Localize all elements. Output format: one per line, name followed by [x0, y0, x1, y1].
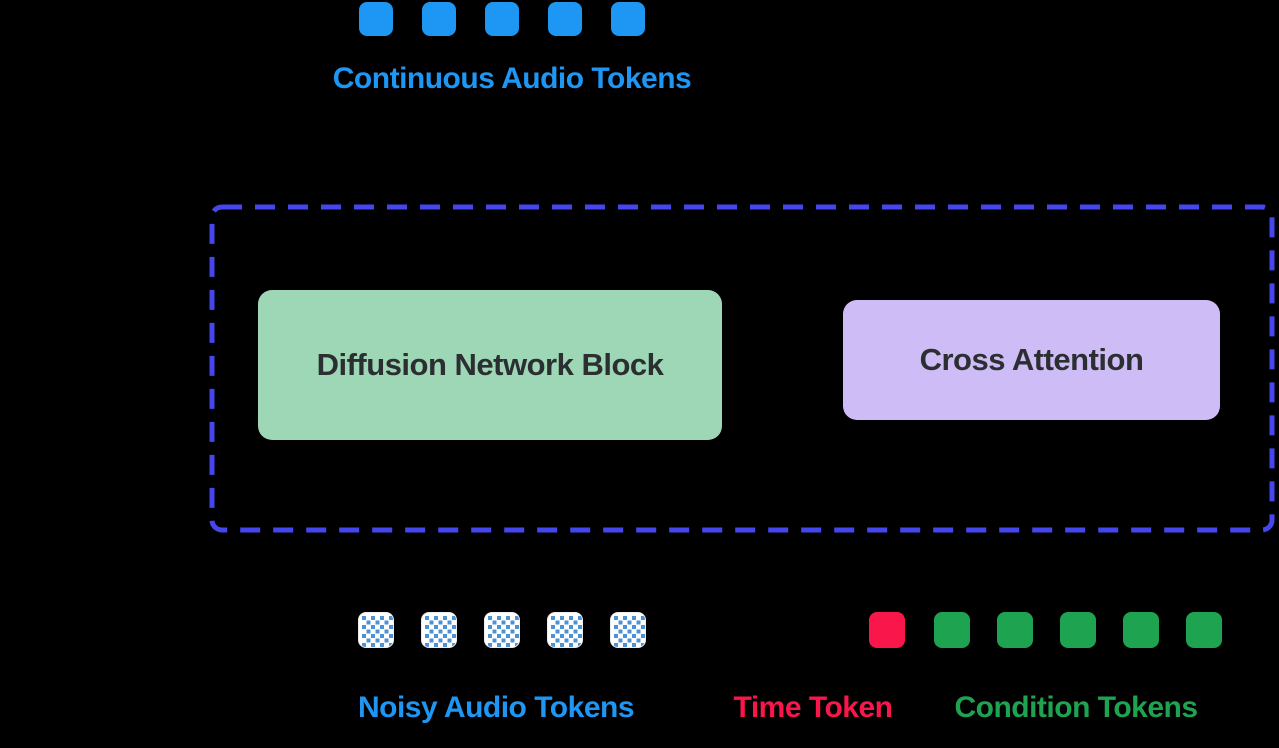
- condition-token-row: [934, 612, 1222, 648]
- noisy-audio-token-icon: [358, 612, 394, 648]
- dashed-border: [209, 204, 1275, 533]
- diffusion-network-block-label: Diffusion Network Block: [316, 347, 664, 382]
- condition-token-icon: [1186, 612, 1222, 648]
- time-token-label: Time Token: [733, 691, 893, 724]
- condition-tokens-label: Condition Tokens: [954, 691, 1198, 724]
- diffusion-network-block: Diffusion Network Block: [258, 290, 722, 440]
- continuous-audio-token-icon: [359, 2, 393, 36]
- condition-token-icon: [934, 612, 970, 648]
- noisy-audio-token-icon: [421, 612, 457, 648]
- cross-attention-label: Cross Attention: [919, 342, 1144, 377]
- diffusion-network-boundary: [209, 204, 1275, 533]
- noisy-audio-token-icon: [610, 612, 646, 648]
- noisy-audio-token-icon: [547, 612, 583, 648]
- noisy-audio-tokens-label: Noisy Audio Tokens: [357, 691, 635, 724]
- continuous-audio-token-icon: [485, 2, 519, 36]
- condition-token-icon: [1060, 612, 1096, 648]
- continuous-audio-token-row: [359, 2, 645, 36]
- continuous-audio-token-icon: [422, 2, 456, 36]
- noisy-audio-token-icon: [484, 612, 520, 648]
- continuous-audio-tokens-label: Continuous Audio Tokens: [332, 62, 692, 95]
- noisy-audio-token-row: [358, 612, 646, 648]
- continuous-audio-token-icon: [611, 2, 645, 36]
- time-token-icon: [869, 612, 905, 648]
- cross-attention-block: Cross Attention: [843, 300, 1220, 420]
- condition-token-icon: [1123, 612, 1159, 648]
- condition-token-icon: [997, 612, 1033, 648]
- continuous-audio-token-icon: [548, 2, 582, 36]
